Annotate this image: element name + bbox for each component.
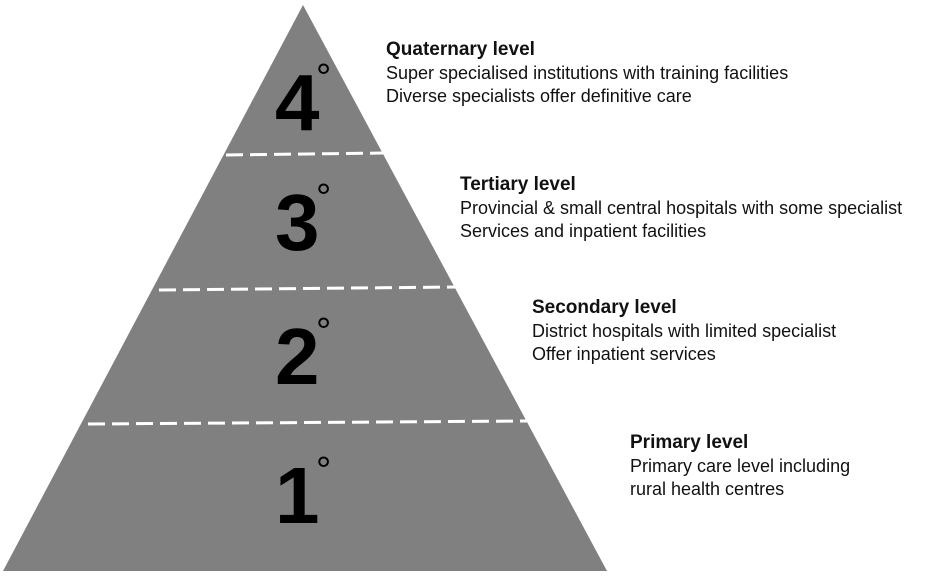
degree-symbol-1: ° — [316, 450, 331, 492]
level-number-4: 4 — [275, 58, 320, 147]
level-description-line: rural health centres — [630, 479, 785, 499]
level-number-2: 2 — [275, 312, 320, 401]
level-title: Secondary level — [532, 297, 677, 318]
degree-symbol-2: ° — [316, 311, 331, 353]
level-description-line: Primary care level including — [630, 456, 851, 476]
tertiary-level-description: Tertiary level Provincial & small centra… — [460, 173, 902, 243]
quaternary-level-description: Quaternary level Super specialised insti… — [386, 38, 788, 108]
level-description-line: District hospitals with limited speciali… — [532, 321, 837, 341]
level-number-1: 1 — [275, 451, 320, 540]
divider-3-2 — [158, 285, 457, 292]
level-description-line: Offer inpatient services — [532, 344, 716, 364]
secondary-level-description: Secondary level District hospitals with … — [532, 296, 836, 366]
primary-level-description: Primary level Primary care level includi… — [630, 431, 850, 501]
degree-symbol-4: ° — [316, 57, 331, 99]
level-description-line: Diverse specialists offer definitive car… — [386, 86, 692, 106]
level-title: Primary level — [630, 432, 749, 453]
level-title: Quaternary level — [386, 39, 535, 60]
divider-4-3 — [225, 151, 386, 157]
degree-symbol-3: ° — [316, 177, 331, 219]
level-number-3: 3 — [275, 178, 320, 267]
level-description-line: Super specialised institutions with trai… — [386, 63, 789, 83]
level-description-line: Services and inpatient facilities — [460, 221, 707, 241]
divider-2-1 — [87, 419, 528, 426]
level-title: Tertiary level — [460, 174, 576, 195]
level-description-line: Provincial & small central hospitals wit… — [460, 198, 903, 218]
